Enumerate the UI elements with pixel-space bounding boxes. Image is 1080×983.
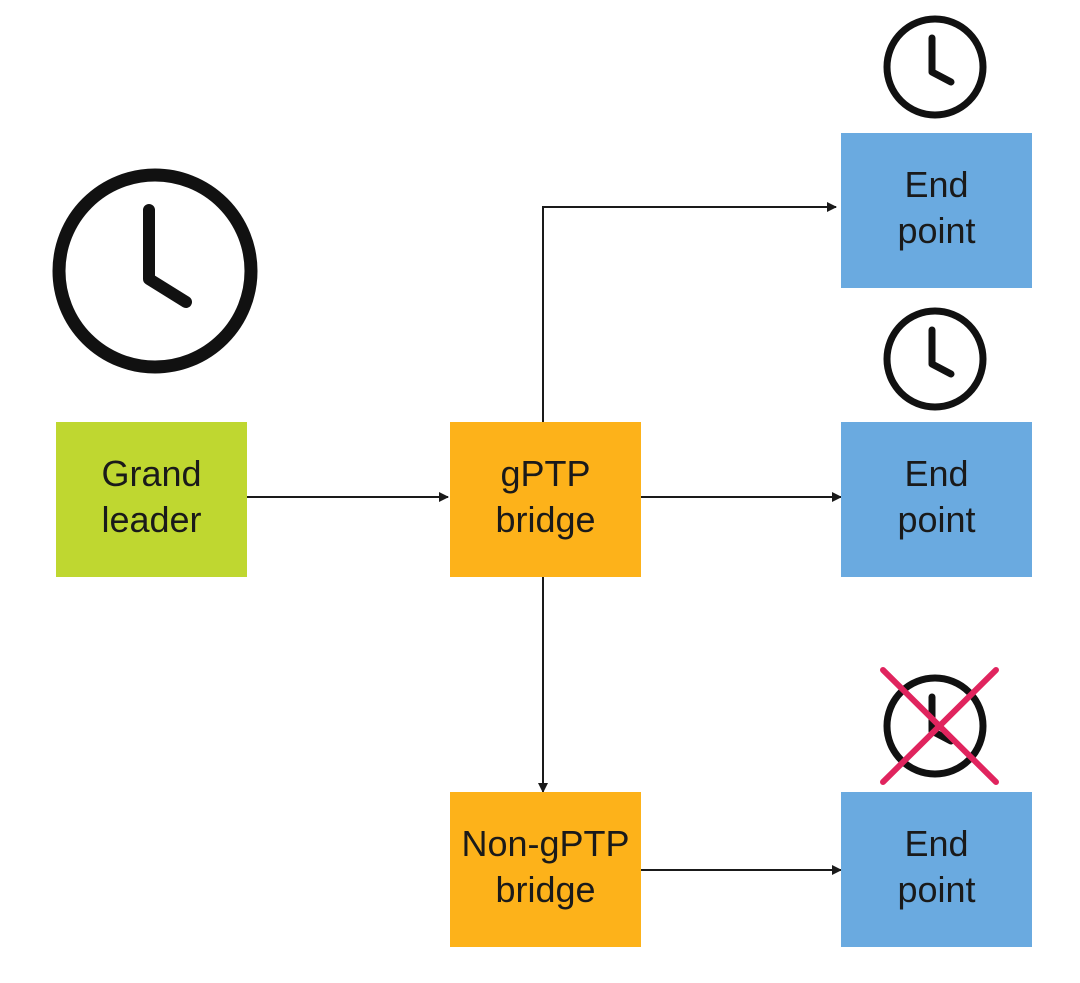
non-gptp-bridge-node: Non-gPTP bridge (450, 792, 641, 947)
endpoint-top-label-line1: End (904, 164, 968, 205)
connectors (247, 202, 842, 875)
endpoint-top-box (841, 133, 1032, 288)
endpoint-bottom-label-line1: End (904, 823, 968, 864)
gptp-bridge-label-line1: gPTP (500, 453, 590, 494)
clock-icon (883, 307, 987, 411)
non-gptp-bridge-label-line1: Non-gPTP (461, 823, 629, 864)
non-gptp-bridge-box (450, 792, 641, 947)
endpoint-middle-node: End point (841, 422, 1032, 577)
crossed-clock-icon (880, 667, 999, 785)
endpoint-middle-label-line1: End (904, 453, 968, 494)
gptp-bridge-node: gPTP bridge (450, 422, 641, 577)
connector-gptp-bridge-to-endpoint-top (542, 202, 837, 422)
grand-leader-box (56, 422, 247, 577)
endpoint-middle-label-line2: point (897, 499, 975, 540)
gptp-bridge-box (450, 422, 641, 577)
endpoint-bottom-box (841, 792, 1032, 947)
grand-leader-label-line2: leader (101, 499, 201, 540)
non-gptp-bridge-label-line2: bridge (495, 869, 595, 910)
grand-leader-label-line1: Grand (101, 453, 201, 494)
endpoint-bottom-label-line2: point (897, 869, 975, 910)
clock-icon (52, 168, 258, 374)
endpoint-top-node: End point (841, 133, 1032, 288)
grand-leader-node: Grand leader (56, 422, 247, 577)
endpoint-bottom-node: End point (841, 792, 1032, 947)
cross-line (880, 667, 999, 785)
clock-icon (883, 15, 987, 119)
gptp-bridge-label-line2: bridge (495, 499, 595, 540)
endpoint-middle-box (841, 422, 1032, 577)
endpoint-top-label-line2: point (897, 210, 975, 251)
